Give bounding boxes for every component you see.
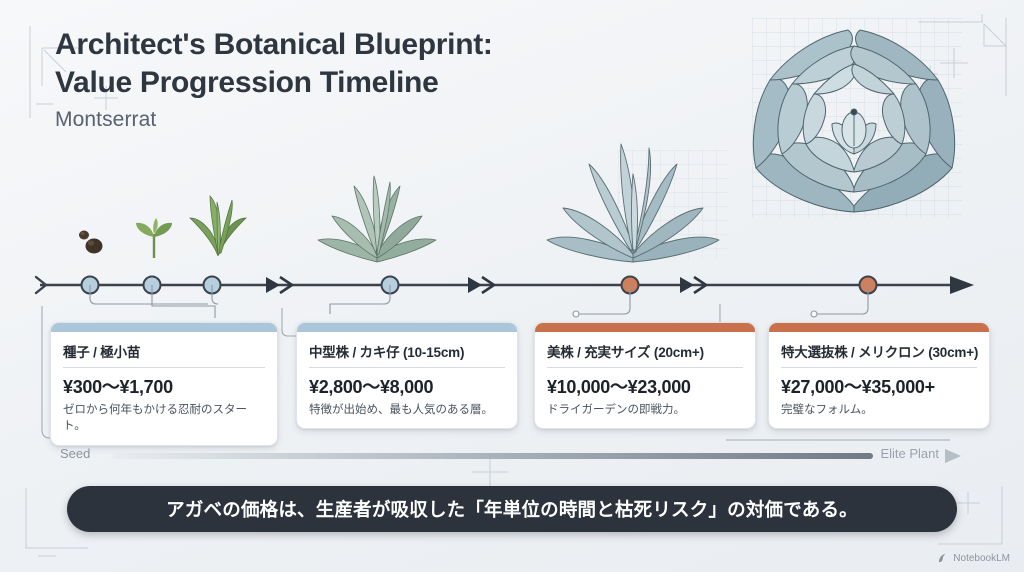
page-title-line-2: Value Progression Timeline [55,66,439,100]
stage-card-3[interactable]: 美株 / 充実サイズ (20cm+) ¥10,000〜¥23,000 ドライガー… [534,322,756,430]
progression-end-label: Elite Plant [880,446,939,461]
progression-start-label: Seed [60,446,91,461]
stage-card-4-note: 完璧なフォルム。 [781,404,873,416]
timeline-axis [34,275,974,295]
stage-card-3-title: 美株 / 充実サイズ (20cm+) [547,345,704,360]
stage-card-4-divider [781,367,977,368]
progression-gradient-bar [112,453,873,459]
agave-elite-rosette-illustration [752,29,956,213]
notebooklm-logo-icon [939,553,946,563]
agave-seedling-illustration [189,195,247,257]
stage-card-2-divider [309,367,505,368]
stage-card-2[interactable]: 中型株 / カキ仔 (10-15cm) ¥2,800〜¥8,000 特徴が出始め… [296,322,518,430]
notebooklm-label: NotebookLM [953,553,1010,564]
page-title-line-1: Architect's Botanical Blueprint: [55,28,493,61]
stage-card-4[interactable]: 特大選抜株 / メリクロン (30cm+) ¥27,000〜¥35,000+ 完… [768,322,990,430]
summary-banner: アガベの価格は、生産者が吸収した「年単位の時間と枯死リスク」の対価である。 [67,486,957,532]
stage-card-2-accent [297,323,517,332]
stage-card-2-note: 特徴が出始め、最も人気のある層。 [309,404,493,416]
stage-card-4-title: 特大選抜株 / メリクロン (30cm+) [781,345,979,360]
stage-card-3-divider [547,367,743,368]
stage-card-1-accent [51,323,277,332]
progression-strip: Seed Elite Plant [60,443,965,467]
stage-card-4-price: ¥27,000〜¥35,000+ [781,377,935,397]
page-title: Architect's Botanical Blueprint: Value P… [55,26,493,102]
progression-arrow-icon [945,449,961,463]
page-header: Architect's Botanical Blueprint: Value P… [55,26,493,132]
stage-card-2-price: ¥2,800〜¥8,000 [309,377,434,397]
stage-card-2-title: 中型株 / カキ仔 (10-15cm) [309,345,465,360]
agave-large-plant-illustration [546,143,720,263]
stage-card-1-note: ゼロから何年もかける忍耐のスタート。 [63,404,247,433]
stage-card-4-accent [769,323,989,332]
stage-card-1[interactable]: 種子 / 極小苗 ¥300〜¥1,700 ゼロから何年もかける忍耐のスタート。 [50,322,278,446]
stage-card-3-note: ドライガーデンの即戦力。 [547,404,685,416]
stage-card-1-title: 種子 / 極小苗 [63,345,141,360]
agave-seeds-illustration [79,230,103,254]
stage-card-3-accent [535,323,755,332]
stage-card-1-price: ¥300〜¥1,700 [63,377,173,397]
agave-medium-plant-illustration [317,175,437,263]
summary-banner-text: アガベの価格は、生産者が吸収した「年単位の時間と枯死リスク」の対価である。 [166,499,858,520]
notebooklm-watermark: NotebookLM [938,553,1010,564]
stage-card-3-price: ¥10,000〜¥23,000 [547,377,691,397]
page-subtitle: Montserrat [55,108,157,132]
agave-sprout-illustration [136,218,172,258]
stage-card-1-divider [63,367,265,368]
